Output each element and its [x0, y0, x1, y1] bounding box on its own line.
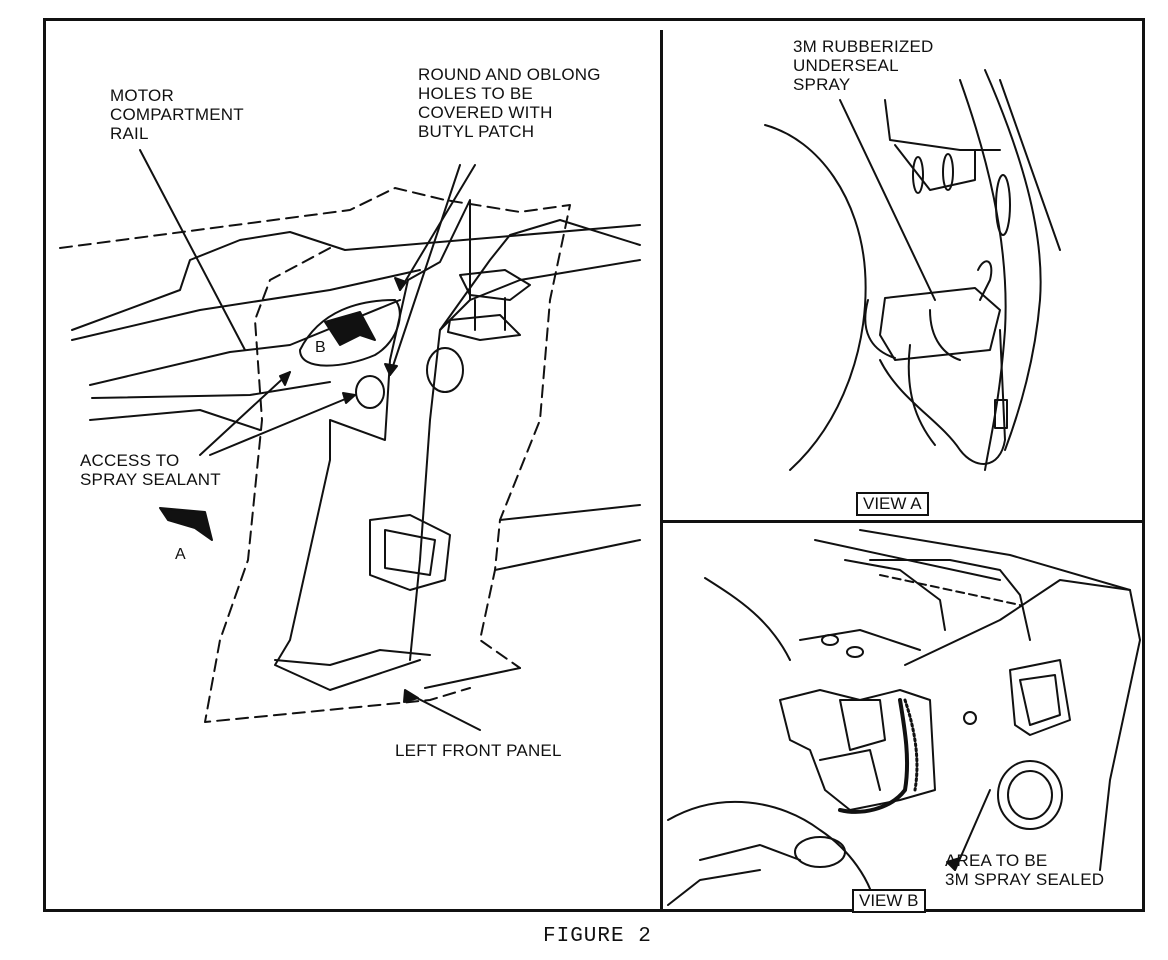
main-view-drawing — [59, 149, 641, 731]
view-a-drawing — [764, 69, 1061, 471]
vertical-divider — [660, 30, 663, 912]
rubberized-underseal-label: 3M RUBBERIZED UNDERSEAL SPRAY — [793, 37, 934, 94]
view-a-title: VIEW A — [856, 492, 929, 516]
marker-a-label: A — [175, 546, 186, 563]
left-front-panel-label: LEFT FRONT PANEL — [395, 741, 562, 760]
arrow-a-icon — [159, 507, 213, 541]
area-to-be-sealed-label: AREA TO BE 3M SPRAY SEALED — [945, 851, 1105, 889]
arrow-b-icon — [324, 311, 376, 346]
view-b-drawing — [667, 529, 1141, 906]
access-spray-sealant-label: ACCESS TO SPRAY SEALANT — [80, 451, 221, 489]
horizontal-divider — [663, 520, 1143, 523]
round-oblong-holes-label: ROUND AND OBLONG HOLES TO BE COVERED WIT… — [418, 65, 601, 141]
figure-frame — [43, 18, 1145, 912]
motor-compartment-rail-label: MOTOR COMPARTMENT RAIL — [110, 86, 244, 143]
figure-caption: FIGURE 2 — [543, 925, 652, 948]
marker-b-label: B — [315, 339, 326, 356]
view-b-title: VIEW B — [852, 889, 926, 913]
